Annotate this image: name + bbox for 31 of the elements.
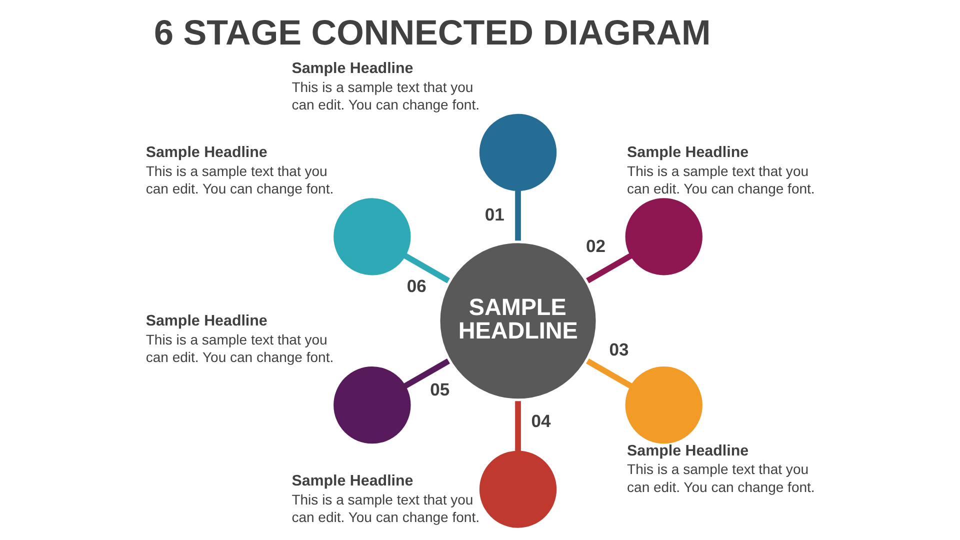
node-label: Sample Headline (627, 442, 749, 460)
node-circle (334, 366, 411, 444)
node-label: This is a sample text that you can edit. You can change font. (627, 162, 815, 197)
connector (404, 253, 450, 284)
node-label: Sample Headline (292, 60, 414, 77)
node-circle (479, 450, 557, 528)
connector (404, 358, 450, 389)
node-circle (625, 198, 702, 276)
connector (586, 358, 632, 389)
edge-label: 02 (586, 236, 606, 256)
diagram-title: 6 STAGE CONNECTED DIAGRAM (154, 13, 711, 52)
node-label: This is a sample text that you can edit. You can change font. (146, 331, 334, 365)
node-label: This is a sample text that you can edit. You can change font. (292, 492, 480, 526)
node-label: This is a sample text that you can edit. You can change font. (292, 78, 480, 112)
node-circle (334, 198, 411, 276)
edge-label: 03 (609, 339, 629, 360)
connector (586, 253, 632, 284)
node-label: This is a sample text that you can edit. You can change font. (627, 461, 815, 495)
node-circle (479, 114, 557, 192)
node-label: Sample Headline (627, 144, 749, 162)
node-label: This is a sample text that you can edit. You can change font. (146, 162, 334, 197)
node-circle (625, 366, 702, 444)
edge-label: 06 (406, 276, 426, 296)
connector (515, 190, 521, 241)
edge-label: 01 (484, 204, 504, 224)
node-label: Sample Headline (146, 312, 268, 330)
connector (515, 401, 521, 452)
edge-label: 05 (430, 380, 450, 400)
edge-label: 04 (531, 411, 551, 432)
node-label: Sample Headline (146, 144, 268, 162)
node-label: Sample Headline (292, 472, 414, 490)
